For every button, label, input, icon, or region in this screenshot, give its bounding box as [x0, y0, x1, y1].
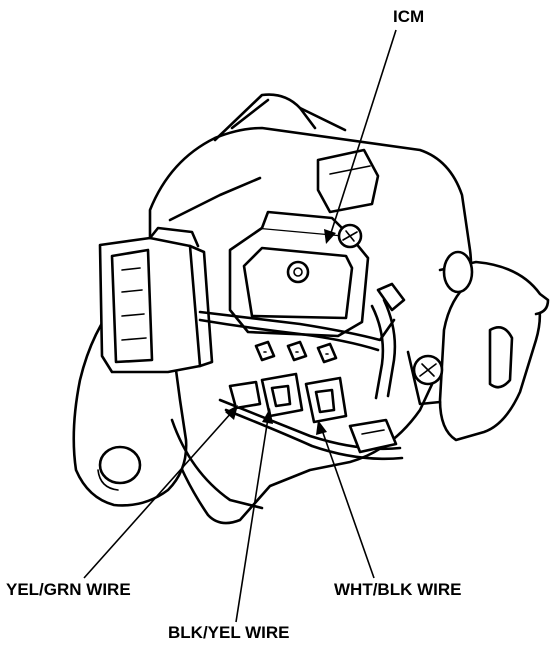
blk-yel-wire-callout-label: BLK/YEL WIRE [168, 623, 290, 642]
leader-blk-yel [235, 408, 273, 623]
leader-icm [324, 29, 397, 244]
wire-connector-sockets [228, 372, 398, 454]
icm-callout-label: ICM [393, 7, 425, 26]
upper-terminals [254, 340, 338, 364]
vacuum-advance [406, 250, 550, 442]
leader-yel-grn [83, 405, 238, 579]
yel-grn-wire-callout-label: YEL/GRN WIRE [6, 580, 131, 599]
wht-blk-wire-callout-label: WHT/BLK WIRE [334, 580, 462, 599]
leader-wht-blk [316, 420, 375, 579]
left-connector [98, 226, 214, 374]
